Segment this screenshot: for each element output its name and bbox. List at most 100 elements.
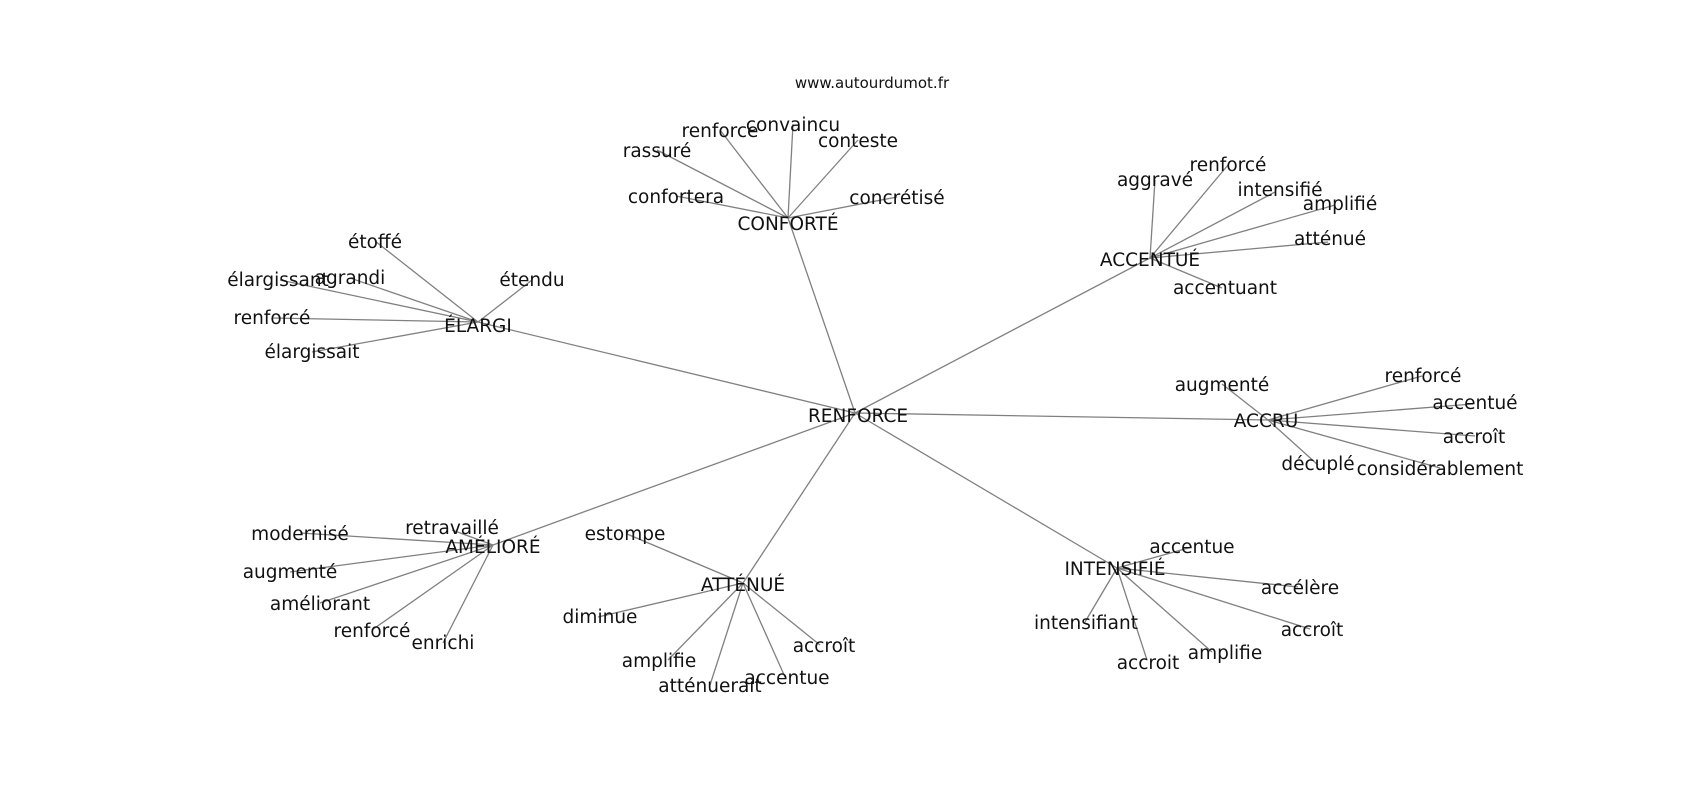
leaf-node[interactable]: accentue [744,668,829,689]
edge-root-accentue [854,257,1151,414]
edge-accentue-aggrave [1149,179,1156,259]
edge-conforte-convaincu [787,123,794,219]
edge-root-intensifie [854,412,1118,569]
root-node[interactable]: RENFORCE [808,406,908,427]
edge-conforte-concretise [787,196,898,219]
leaf-node[interactable]: atténuerait [658,676,761,697]
edge-conforte-conteste [787,139,859,219]
hub-node-elargi[interactable]: ÉLARGI [444,315,512,337]
leaf-node[interactable]: convaincu [746,115,840,136]
leaf-node[interactable]: concrétisé [849,188,944,209]
edge-attenue-accroit [742,582,821,646]
leaf-node[interactable]: confortera [628,187,724,208]
edges [271,123,1476,686]
edge-intensifie-accroit [1116,567,1148,661]
edge-accru-decuple [1267,419,1319,466]
leaf-node[interactable]: estompe [585,524,666,545]
edge-ameliore-modernise [299,532,494,546]
leaf-node[interactable]: agrandi [315,268,386,289]
leaf-node[interactable]: étoffé [348,232,402,253]
leaf-node[interactable]: accentue [1149,537,1234,558]
hub-node-ameliore[interactable]: AMÉLIORÉ [445,536,540,558]
edge-accru-augmente [1221,383,1269,421]
leaf-node[interactable]: accélère [1261,578,1339,599]
edge-elargi-elargissait [311,321,479,353]
edge-elargi-renforce [271,317,479,323]
leaf-node[interactable]: renforcé [234,308,311,329]
leaf-node[interactable]: renforcé [1190,155,1267,176]
hub-node-attenue[interactable]: ATTÉNUÉ [701,574,785,596]
edge-accentue-accentuant [1149,257,1223,289]
leaf-node[interactable]: accroît [1443,427,1506,448]
node-labels: RENFORCE CONFORTÉ renforce convaincu con… [227,115,1523,697]
edge-attenue-attenuerait [709,582,744,686]
hub-node-intensifie[interactable]: INTENSIFIÉ [1064,558,1165,580]
leaf-node[interactable]: aggravé [1117,170,1193,191]
edge-intensifie-accelere [1116,567,1299,588]
edge-accentue-renforce [1149,164,1229,259]
leaf-node[interactable]: accentué [1432,393,1517,414]
edge-conforte-rassure [656,149,789,219]
leaf-node[interactable]: renforcé [334,621,411,642]
leaf-node[interactable]: élargissant [227,270,329,291]
edge-intensifie-intensifiant [1084,567,1118,623]
leaf-node[interactable]: amplifie [622,651,696,672]
leaf-node[interactable]: conteste [818,131,898,152]
edge-root-elargi [477,321,856,414]
edge-root-accru [854,412,1269,421]
leaf-node[interactable]: décuplé [1281,454,1354,475]
edge-root-conforte [787,217,856,414]
leaf-node[interactable]: élargissait [264,342,359,363]
edge-ameliore-retravaille [451,529,494,546]
edge-elargi-agrandi [349,277,479,323]
leaf-node[interactable]: modernisé [251,524,349,545]
leaf-node[interactable]: enrichi [412,633,475,654]
edge-root-attenue [742,412,856,584]
leaf-node[interactable]: considérablement [1357,459,1524,480]
leaf-node[interactable]: intensifiant [1034,613,1138,634]
leaf-node[interactable]: renforce [682,121,759,142]
leaf-node[interactable]: accroit [1117,653,1180,674]
leaf-node[interactable]: accroît [1281,620,1344,641]
edge-intensifie-accroit-circ [1116,567,1311,630]
edge-attenue-estompe [626,533,744,584]
edge-ameliore-enrichi [442,544,494,644]
edge-intensifie-accentue [1116,546,1193,569]
edge-root-ameliore [492,412,856,546]
leaf-node[interactable]: rassuré [623,141,692,162]
leaf-node[interactable]: diminue [563,607,638,628]
leaf-node[interactable]: renforcé [1385,366,1462,387]
edge-accentue-amplifie [1149,204,1336,259]
hub-node-conforte[interactable]: CONFORTÉ [737,213,838,235]
leaf-node[interactable]: augmenté [1175,375,1270,396]
leaf-node[interactable]: retravaillé [405,518,499,539]
leaf-node[interactable]: accroît [793,636,856,657]
leaf-node[interactable]: amplifié [1303,194,1377,215]
leaf-node[interactable]: atténué [1294,229,1366,250]
hub-node-accru[interactable]: ACCRU [1234,411,1299,432]
edge-attenue-diminue [597,582,744,618]
leaf-node[interactable]: étendu [499,270,564,291]
leaf-node[interactable]: amplifie [1188,643,1262,664]
edge-accru-accentue [1267,403,1474,421]
edge-accru-considerablement [1267,419,1441,469]
edge-conforte-renforce [719,129,789,219]
edge-elargi-elargissant [279,279,479,323]
edge-elargi-etoffe [374,240,479,323]
edge-attenue-accentue [742,582,786,678]
edge-elargi-etendu [477,279,533,323]
edge-ameliore-ameliorant [319,544,494,604]
site-url: www.autourdumot.fr [795,74,950,92]
edge-intensifie-amplifie [1116,567,1213,653]
edge-ameliore-renforce [371,544,494,631]
leaf-node[interactable]: augmenté [243,562,338,583]
edge-accru-renforce [1267,375,1423,421]
leaf-node[interactable]: intensifié [1237,180,1322,201]
edge-attenue-amplifie [667,582,744,661]
edge-conforte-confortera [675,195,789,219]
leaf-node[interactable]: améliorant [270,594,370,615]
edge-accentue-attenue [1149,241,1329,259]
leaf-node[interactable]: accentuant [1173,278,1277,299]
hub-node-accentue[interactable]: ACCENTUÉ [1100,249,1200,271]
